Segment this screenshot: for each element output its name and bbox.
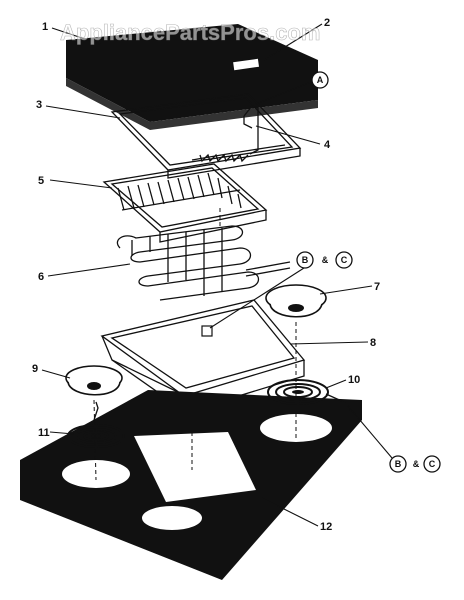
part-grease-tray xyxy=(102,163,268,243)
svg-text:B: B xyxy=(395,459,402,469)
part-griddle-cover xyxy=(66,24,318,130)
cooktop-burner-hole-front-left xyxy=(62,460,130,488)
svg-text:B: B xyxy=(302,255,309,265)
leader-lines xyxy=(41,23,393,527)
svg-text:A: A xyxy=(317,75,324,85)
svg-text:C: C xyxy=(429,459,436,469)
part-griddle-plate xyxy=(110,93,302,179)
part-drip-bowl-right xyxy=(265,284,327,318)
circled-reference-b-and-c-upper: B & C xyxy=(296,251,353,269)
assembly-lines xyxy=(93,208,297,481)
callout-1: 1 xyxy=(42,21,48,33)
svg-text:&: & xyxy=(322,255,329,265)
svg-text:C: C xyxy=(341,255,348,265)
cooktop-center-opening xyxy=(134,432,256,502)
callout-4: 4 xyxy=(324,139,331,151)
callout-6: 6 xyxy=(38,271,44,283)
housing-connector xyxy=(201,325,213,337)
part-surface-element-left xyxy=(67,401,125,448)
callout-10: 10 xyxy=(348,374,360,386)
callout-2: 2 xyxy=(324,17,330,29)
part-cooktop xyxy=(20,390,362,580)
part-number-callouts: 1 2 3 4 5 6 7 8 9 10 11 12 xyxy=(32,17,380,533)
cover-handle xyxy=(232,57,261,72)
part-bracket xyxy=(243,105,259,155)
watermark: AppliancePartsPros.com xyxy=(60,20,320,45)
part-surface-element-right xyxy=(267,379,351,411)
callout-8: 8 xyxy=(370,337,376,349)
part-drip-bowl-left xyxy=(65,365,123,396)
cooktop-burner-hole-front-center xyxy=(142,506,202,530)
callout-5: 5 xyxy=(38,175,44,187)
callout-7: 7 xyxy=(374,281,380,293)
callout-3: 3 xyxy=(36,99,42,111)
svg-text:&: & xyxy=(413,459,420,469)
callout-11: 11 xyxy=(38,427,50,439)
callout-12: 12 xyxy=(320,521,332,533)
circled-reference-b-and-c-lower: B & C xyxy=(389,455,441,473)
circled-reference-a: A xyxy=(311,71,329,89)
part-heating-element xyxy=(116,225,291,301)
callout-9: 9 xyxy=(32,363,38,375)
